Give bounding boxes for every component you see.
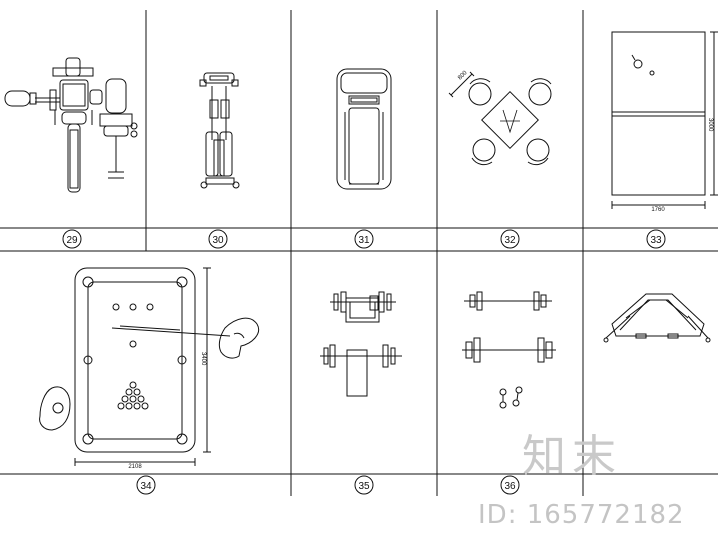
watermark-id: ID: 165772182 xyxy=(478,500,685,530)
item-number-29: 29 xyxy=(66,235,78,246)
treadmill-drawing xyxy=(336,68,392,190)
watermark-logo: 知末 xyxy=(522,431,622,482)
item-number-35: 35 xyxy=(358,481,370,492)
billiard-height-label: 3400 xyxy=(200,352,206,366)
table-tennis-drawing xyxy=(611,31,718,209)
chair-dimension-label: 800 xyxy=(457,70,469,82)
tennis-width-label: 1760 xyxy=(651,207,665,213)
massage-chair-drawing xyxy=(603,293,711,343)
item-number-36: 36 xyxy=(504,481,516,492)
billiard-table-drawing xyxy=(39,267,259,466)
item-number-34: 34 xyxy=(140,481,152,492)
item-number-33: 33 xyxy=(650,235,662,246)
billiard-width-label: 2108 xyxy=(128,464,142,470)
item-number-32: 32 xyxy=(504,235,516,246)
tennis-height-label: 3000 xyxy=(707,118,713,132)
bench-press-drawing xyxy=(320,291,402,397)
leg-press-drawing xyxy=(199,72,240,189)
multi-station-gym-drawing xyxy=(4,57,138,193)
table-chairs-drawing xyxy=(448,71,552,166)
grid-lines xyxy=(0,10,718,496)
item-number-30: 30 xyxy=(212,235,224,246)
barbells-drawing xyxy=(462,291,556,409)
item-number-31: 31 xyxy=(358,235,370,246)
